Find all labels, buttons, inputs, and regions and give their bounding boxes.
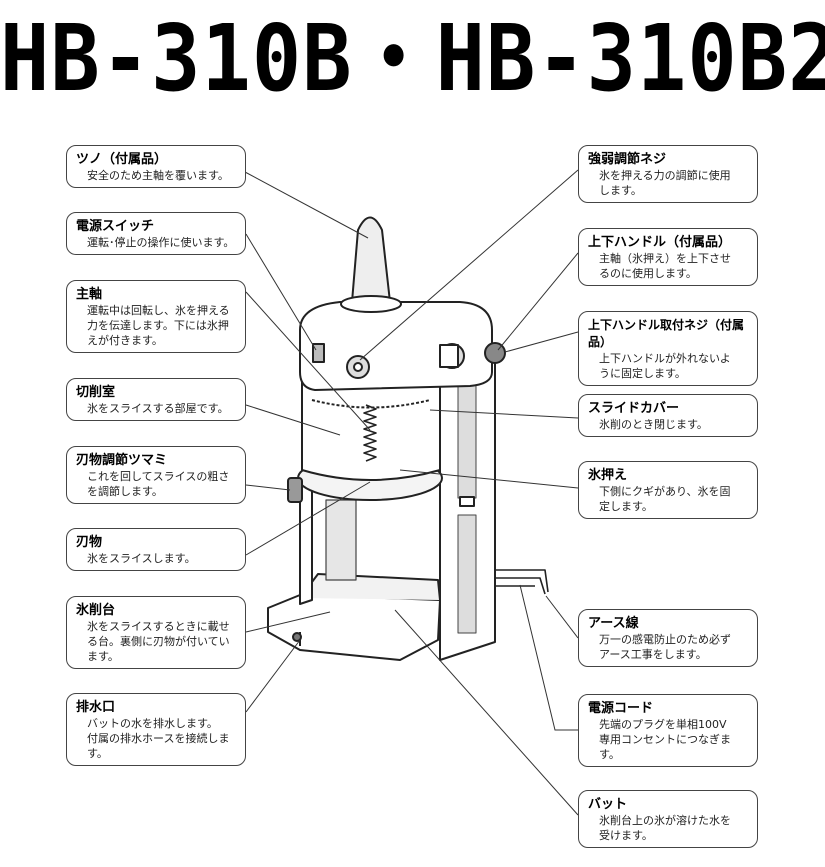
knob-shape [287,477,303,503]
horn-shape [351,216,391,303]
page-title: HB-310B・HB-310B2 [0,6,825,113]
label-description: 主軸（氷押え）を上下させ るのに使用します。 [599,252,731,280]
label-heading: 刃物 [76,535,103,550]
label-slide-cover: スライドカバー 氷削のとき閉じます。 [578,394,758,437]
label-heading: 強弱調節ネジ [588,152,667,167]
label-ice-table: 氷削台 氷をスライスするときに載せ る台。裏側に刃物が付いてい ます。 [66,596,246,669]
label-heading: 電源コード [588,701,654,716]
label-heading: 電源スイッチ [76,219,155,234]
label-updown-handle: 上下ハンドル（付属品） 主軸（氷押え）を上下させ るのに使用します。 [578,228,758,286]
label-heading: スライドカバー [588,401,680,416]
label-heading: 氷削台 [76,603,116,618]
chamber-shape [301,379,441,481]
label-description: 安全のため主軸を覆います。 [87,169,229,182]
label-heading: ツノ（付属品） [76,152,168,167]
label-power-cord: 電源コード 先端のプラグを単相100V 専用コンセントにつなぎま す。 [578,694,758,767]
label-description: 万一の感電防止のため必ず アース工事をします。 [599,633,731,661]
label-description: 氷削台上の氷が溶けた水を 受けます。 [599,814,731,842]
label-description: 氷をスライスするときに載せ る台。裏側に刃物が付いてい ます。 [87,620,230,663]
label-cutting-chamber: 切削室 氷をスライスする部屋です。 [66,378,246,421]
label-power-switch: 電源スイッチ 運転･停止の操作に使います。 [66,212,246,255]
label-description: 氷削のとき閉じます。 [599,418,708,431]
label-description: 氷をスライスする部屋です。 [87,402,229,415]
label-heading: 排水口 [76,700,116,715]
label-ice-holder: 氷押え 下側にクギがあり、氷を固 定します。 [578,461,758,519]
tray-shape [267,594,441,661]
label-heading: 刃物調節ツマミ [76,453,168,468]
label-description: 氷を押える力の調節に使用 します。 [599,169,731,197]
label-blade: 刃物 氷をスライスします。 [66,528,246,571]
label-handle-screw: 上下ハンドル取付ネジ（付属品） 上下ハンドルが外れないよ うに固定します。 [578,311,758,386]
label-description: バットの水を排水します。 付属の排水ホースを接続しま す。 [87,717,230,760]
label-heading: 氷押え [588,468,628,483]
label-description: 上下ハンドルが外れないよ うに固定します。 [599,352,731,380]
label-main-shaft: 主軸 運転中は回転し、氷を押える 力を伝達します。下には氷押 えが付きます。 [66,280,246,353]
label-tsuno: ツノ（付属品） 安全のため主軸を覆います。 [66,145,246,188]
label-description: これを回してスライスの粗さ を調節します。 [87,470,230,498]
label-description: 先端のプラグを単相100V 専用コンセントにつなぎま す。 [599,718,731,761]
head-shape [299,301,493,391]
label-heading: 主軸 [76,287,103,302]
label-description: 運転･停止の操作に使います。 [87,236,235,249]
label-description: 氷をスライスします。 [87,552,196,565]
label-description: 運転中は回転し、氷を押える 力を伝達します。下には氷押 えが付きます。 [87,304,230,347]
label-blade-knob: 刃物調節ツマミ これを回してスライスの粗さ を調節します。 [66,446,246,504]
label-heading: バット [588,797,628,812]
label-strength-screw: 強弱調節ネジ 氷を押える力の調節に使用 します。 [578,145,758,203]
label-heading: 切削室 [76,385,116,400]
label-heading: 上下ハンドル取付ネジ（付属品） [588,318,745,349]
label-heading: 上下ハンドル（付属品） [588,235,732,250]
shaft-spring [363,404,377,462]
label-heading: アース線 [588,616,639,631]
label-description: 下側にクギがあり、氷を固 定します。 [599,485,731,513]
label-earth: アース線 万一の感電防止のため必ず アース工事をします。 [578,609,758,667]
label-tray: バット 氷削台上の氷が溶けた水を 受けます。 [578,790,758,848]
label-drain: 排水口 バットの水を排水します。 付属の排水ホースを接続しま す。 [66,693,246,766]
